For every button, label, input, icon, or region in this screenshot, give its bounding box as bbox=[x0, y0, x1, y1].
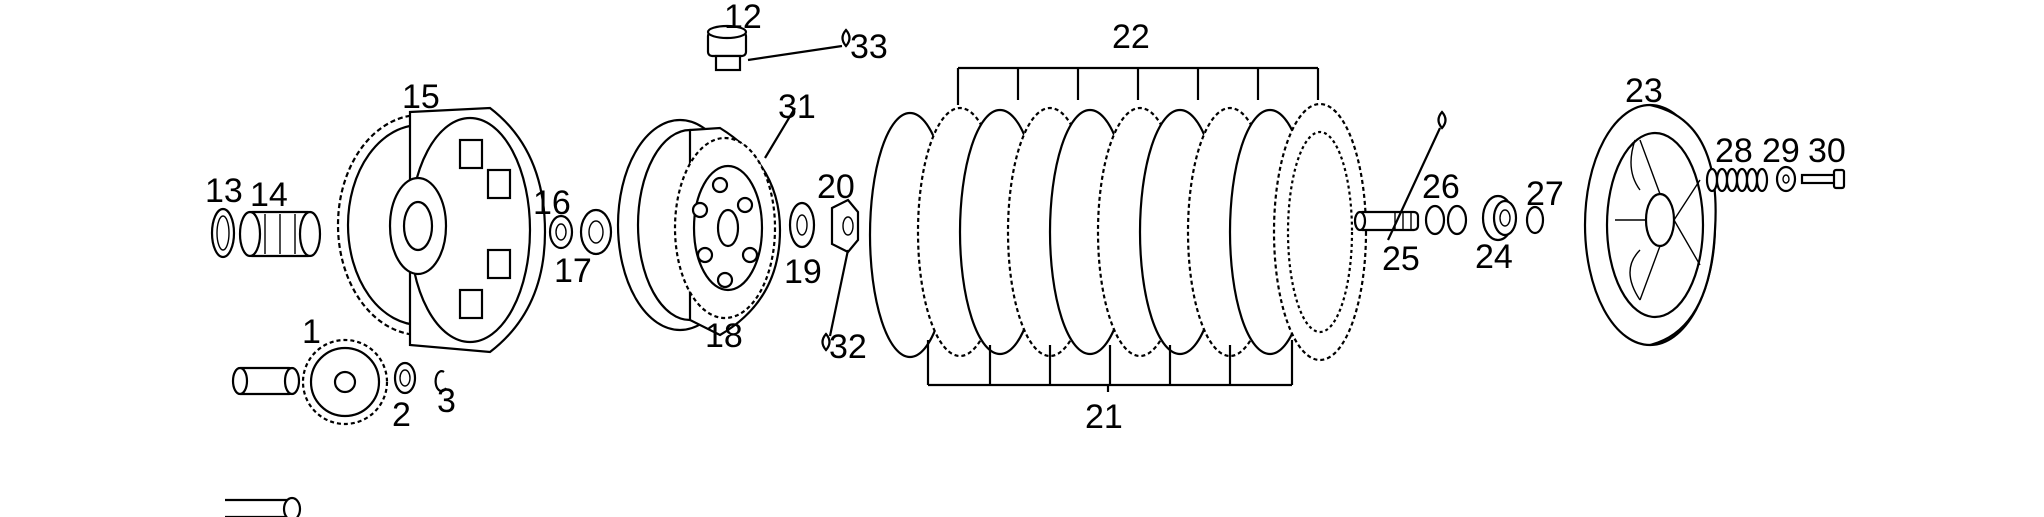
label-3: 3 bbox=[437, 382, 456, 420]
part-28-spring bbox=[1705, 167, 1769, 193]
part-30-screw bbox=[1800, 168, 1846, 190]
part-1-drive-gear bbox=[231, 338, 389, 426]
part-32-drop bbox=[821, 249, 850, 352]
part-27-washer bbox=[1525, 205, 1545, 235]
part-17-thrust-washer bbox=[579, 208, 613, 256]
lower-shaft bbox=[225, 496, 302, 517]
part-23-pressure-plate bbox=[1583, 103, 1717, 347]
part-3-circlip bbox=[434, 370, 447, 393]
label-24: 24 bbox=[1475, 238, 1513, 276]
label-22: 22 bbox=[1112, 18, 1150, 56]
part-16-washer bbox=[548, 214, 574, 250]
part-13-ring bbox=[210, 207, 236, 259]
part-24-bearing bbox=[1481, 194, 1518, 242]
label-1: 1 bbox=[302, 313, 321, 351]
part-19-washer bbox=[788, 201, 816, 249]
label-16: 16 bbox=[533, 184, 571, 222]
leader-31 bbox=[764, 107, 796, 159]
label-21: 21 bbox=[1085, 398, 1123, 436]
part-18-clutch-hub bbox=[616, 118, 782, 337]
label-25: 25 bbox=[1382, 240, 1420, 278]
bracket-21 bbox=[926, 340, 1294, 392]
label-2: 2 bbox=[392, 396, 411, 434]
label-33: 33 bbox=[850, 28, 888, 66]
label-20: 20 bbox=[817, 168, 855, 206]
part-15-clutch-housing bbox=[336, 106, 547, 354]
label-18: 18 bbox=[705, 317, 743, 355]
label-14: 14 bbox=[250, 176, 288, 214]
bracket-22 bbox=[956, 66, 1320, 105]
part-21-22-plate-stack bbox=[868, 102, 1368, 362]
label-30: 30 bbox=[1808, 132, 1846, 170]
label-29: 29 bbox=[1762, 132, 1800, 170]
label-12: 12 bbox=[724, 0, 762, 36]
part-12-plug bbox=[706, 24, 843, 72]
part-33-drop bbox=[841, 28, 851, 48]
part-20-nut bbox=[830, 198, 860, 254]
part-29-washer bbox=[1775, 165, 1797, 193]
label-31: 31 bbox=[778, 88, 816, 126]
label-19: 19 bbox=[784, 253, 822, 291]
label-23: 23 bbox=[1625, 72, 1663, 110]
part-2-washer bbox=[393, 361, 417, 395]
label-27: 27 bbox=[1526, 175, 1564, 213]
part-14-needle-bearing bbox=[238, 210, 322, 258]
label-28: 28 bbox=[1715, 132, 1753, 170]
label-32: 32 bbox=[829, 328, 867, 366]
part-26-washers bbox=[1424, 204, 1468, 236]
label-15: 15 bbox=[402, 78, 440, 116]
label-26: 26 bbox=[1422, 168, 1460, 206]
label-17: 17 bbox=[554, 252, 592, 290]
callout-labels: 1 2 3 12 13 14 15 16 17 18 19 20 21 22 2… bbox=[205, 0, 1846, 436]
label-13: 13 bbox=[205, 172, 243, 210]
part-25-pushrod bbox=[1353, 110, 1447, 241]
